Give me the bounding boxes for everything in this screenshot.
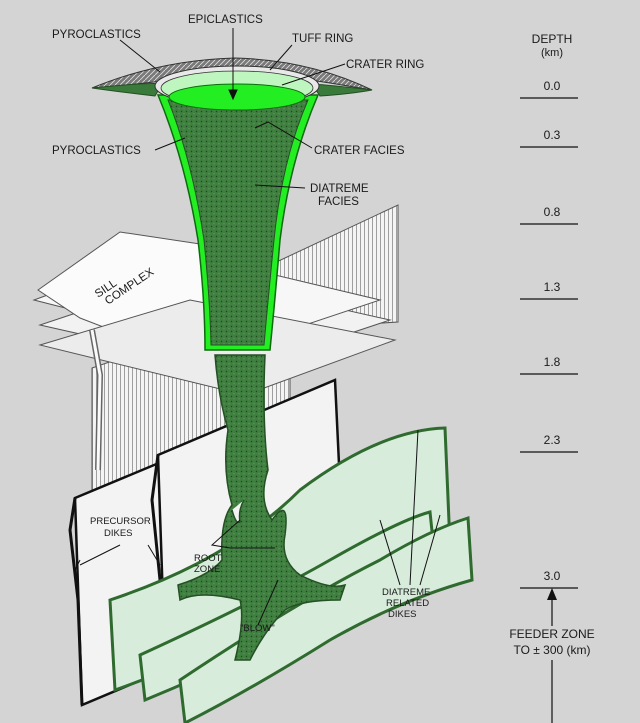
label-epiclastics: EPICLASTICS — [188, 14, 263, 26]
label-pyroclastics-mid: PYROCLASTICS — [52, 145, 141, 157]
label-zone: ZONE — [194, 564, 220, 575]
label-tuff-ring: TUFF RING — [292, 33, 353, 45]
feeder-label-bg — [500, 626, 610, 660]
leader-lines — [74, 28, 441, 626]
depth-tick-label: 0.3 — [544, 128, 561, 142]
label-dr-3: DIKES — [388, 609, 417, 620]
crater-ring — [154, 65, 320, 111]
depth-tick-label: 0.8 — [544, 205, 561, 219]
label-diatreme-facies-2: FACIES — [318, 196, 359, 208]
label-pyroclastics-top: PYROCLASTICS — [52, 29, 141, 41]
label-diatreme-facies-1: DIATREME — [310, 183, 369, 195]
depth-tick-label: 0.0 — [544, 79, 561, 93]
depth-tick-label: 1.8 — [544, 355, 561, 369]
label-precursor: PRECURSOR — [90, 516, 151, 527]
depth-ticks: 0.0 0.3 0.8 1.3 1.8 2.3 3.0 — [520, 79, 578, 589]
depth-unit: (km) — [541, 47, 563, 59]
depth-scale: DEPTH (km) 0.0 0.3 0.8 1.3 1.8 2.3 3.0 FEEDER … — [500, 32, 610, 723]
label-blow: "BLOW" — [240, 623, 275, 634]
depth-title: DEPTH — [532, 32, 573, 46]
feeder-label-1: FEEDER ZONE — [509, 627, 594, 641]
root-zone — [177, 354, 347, 661]
label-crater-ring: CRATER RING — [346, 59, 424, 71]
depth-tick-label: 1.3 — [544, 280, 561, 294]
feeder-label-2: TO ± 300 (km) — [513, 643, 590, 657]
depth-tick-label: 3.0 — [544, 569, 561, 583]
diatreme-pipe — [156, 94, 320, 351]
label-dikes: DIKES — [104, 528, 133, 539]
label-dr-1: DIATREME — [382, 587, 430, 598]
feeder-arrow-head — [547, 588, 557, 600]
label-dr-2: RELATED — [386, 598, 429, 609]
label-crater-facies: CRATER FACIES — [314, 145, 405, 157]
depth-tick-label: 2.3 — [544, 433, 561, 447]
label-root: ROOT — [194, 553, 222, 564]
